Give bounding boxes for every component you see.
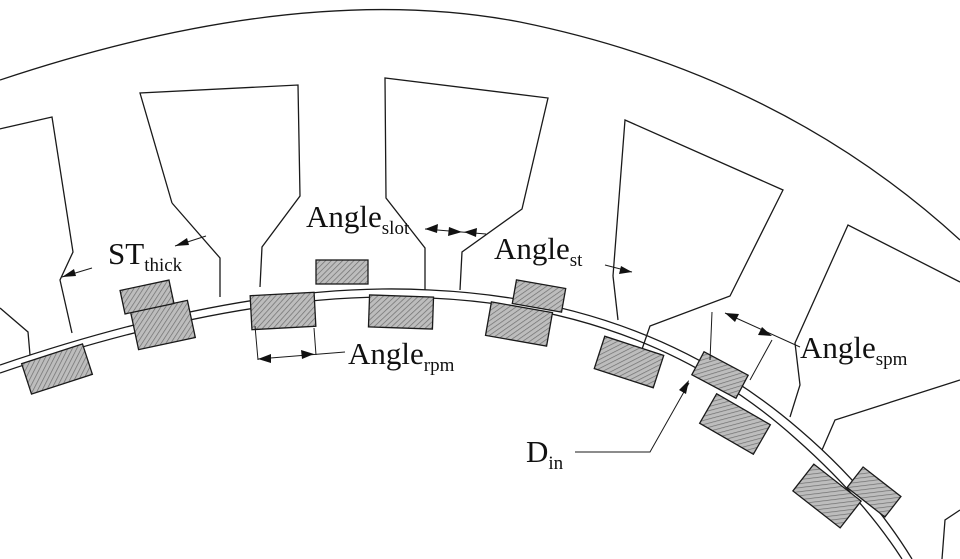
angle-rpm-arrow-left — [258, 354, 271, 363]
rotor-magnet — [249, 291, 317, 331]
rotor-magnet — [367, 294, 435, 330]
stator-slot-5 — [789, 224, 960, 418]
angle-rpm-dimension-line — [257, 351, 346, 360]
rotor-magnet — [119, 279, 175, 315]
stator-slot-2 — [139, 84, 301, 288]
rotor-magnet — [20, 343, 94, 395]
angle-rpm-extension-right — [313, 327, 317, 356]
angle-st-label: Anglest — [494, 231, 583, 271]
angle-st-arrow — [619, 266, 632, 274]
st-thick-label: STthick — [108, 236, 183, 276]
angle-slot-label: Angleslot — [306, 199, 410, 239]
angle-spm-extension-left — [709, 311, 713, 361]
stator-slot-4 — [612, 119, 784, 356]
d-in-leader-line — [575, 382, 690, 453]
angle-spm-extension-right — [749, 339, 773, 381]
angle-spm-arrow-right — [758, 327, 772, 336]
rotor-magnet — [846, 466, 902, 518]
stator-slot-3 — [384, 77, 549, 291]
st-thick-arrow — [62, 269, 76, 277]
angle-rpm-label: Anglerpm — [348, 336, 455, 376]
d-in-label: Din — [526, 434, 564, 474]
angle-slot-arrow-right-2 — [464, 228, 477, 237]
stator-slot-4-tooth — [612, 275, 619, 321]
rotor-magnet — [315, 259, 369, 285]
rotor-magnet — [593, 335, 665, 389]
angle-slot-arrow-left — [425, 224, 438, 233]
rotor-magnet — [511, 279, 567, 313]
rotor-magnet — [484, 301, 554, 347]
angle-rpm-arrow-right — [301, 350, 314, 359]
d-in-arrow — [679, 380, 689, 394]
angle-spm-label: Anglespm — [800, 330, 908, 370]
angle-rpm-extension-left — [254, 325, 259, 361]
stator-slot-6-tooth — [941, 509, 960, 559]
angle-spm-arrow-left — [725, 313, 739, 322]
stator-slot-2-tooth — [171, 202, 221, 297]
stator-slot-6 — [821, 379, 960, 451]
rotor-magnet — [791, 463, 863, 529]
stator-outer-arc — [0, 8, 960, 241]
stator-slot-1 — [0, 116, 74, 334]
st-thick-arrow-2 — [175, 238, 189, 246]
rotor-magnet — [690, 350, 750, 400]
angle-slot-arrow-right — [448, 227, 462, 236]
stator-slot-left-edge — [0, 307, 31, 356]
rotor-magnet — [698, 392, 772, 456]
